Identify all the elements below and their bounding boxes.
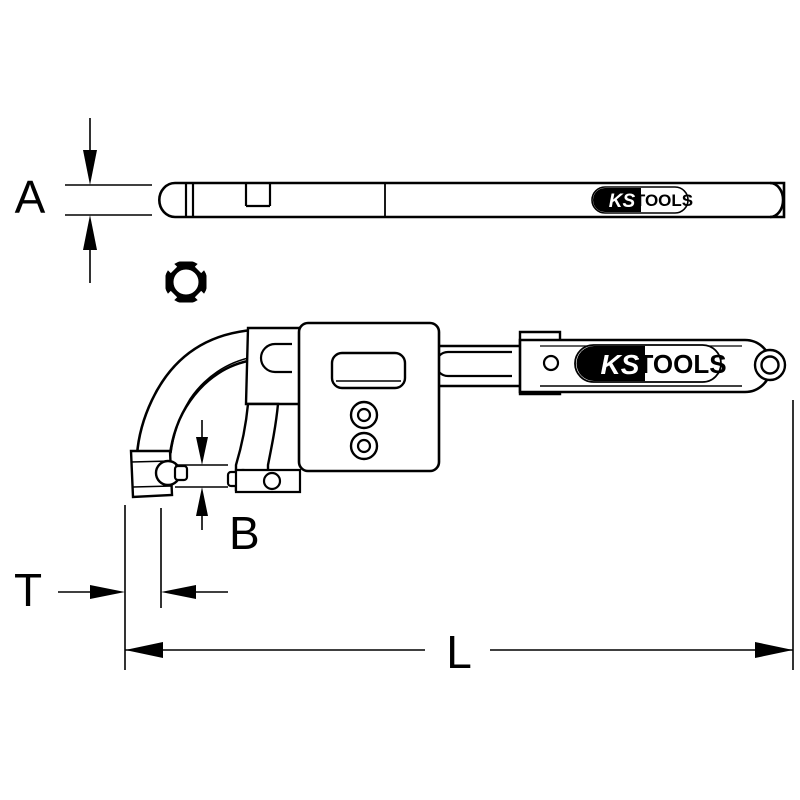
- slide-block-window: [330, 351, 407, 390]
- dimension-b-arrowhead-bottom: [196, 487, 208, 516]
- hook-jaw: [129, 328, 255, 499]
- dimension-l-arrowhead-right: [755, 642, 793, 658]
- dimension-a: A: [15, 118, 152, 283]
- ks-tools-logo-large: KS TOOLS: [574, 344, 727, 383]
- dimension-b: B: [175, 420, 260, 559]
- dimension-l-arrowhead-left: [125, 642, 163, 658]
- slide-block-hole-upper-inner: [356, 407, 372, 423]
- hook-jaw-inner-edge: [170, 356, 254, 454]
- retaining-ring-body: [164, 260, 208, 304]
- handle-tip-bore-inner: [760, 355, 780, 375]
- retaining-ring: [164, 260, 208, 304]
- hook-pin-shaft: [173, 464, 189, 482]
- dimension-t-label: T: [14, 564, 42, 616]
- handle-arm-locating-hole: [542, 354, 560, 372]
- dimension-a-label: A: [15, 171, 46, 223]
- logo-small-ks-text: KS: [609, 191, 636, 212]
- logo-large-ks-text: KS: [601, 349, 640, 380]
- dimension-a-arrowhead-top: [83, 150, 97, 185]
- dimension-l: L: [125, 400, 794, 678]
- carrier-lower-tab-pin: [262, 471, 282, 491]
- logo-small-tools-text: TOOLS: [635, 191, 693, 210]
- hook-carrier-slot: [259, 342, 292, 374]
- dimension-a-arrowhead-bottom: [83, 215, 97, 250]
- tommy-bar: KS TOOLS: [158, 181, 786, 219]
- logo-large-badge: [576, 346, 645, 381]
- slide-block-hole-lower-inner: [356, 438, 372, 454]
- dimension-b-label: B: [229, 507, 260, 559]
- dimension-l-label: L: [446, 626, 472, 678]
- dimension-t-arrowhead-right: [161, 585, 196, 599]
- dimension-t: T: [14, 505, 228, 670]
- slide-block: [297, 321, 441, 473]
- dimension-b-arrowhead-top: [196, 437, 208, 465]
- tommy-bar-right-cap: [769, 181, 785, 219]
- handle-arm-adjustment-slot: [434, 350, 512, 378]
- ks-tools-logo-small: KS TOOLS: [591, 186, 693, 214]
- hook-tip-line-2: [132, 485, 173, 488]
- logo-large-tools-text: TOOLS: [637, 349, 726, 379]
- logo-small-badge: [593, 188, 641, 212]
- dimension-t-arrowhead-left: [90, 585, 125, 599]
- hook-carrier: [226, 326, 307, 494]
